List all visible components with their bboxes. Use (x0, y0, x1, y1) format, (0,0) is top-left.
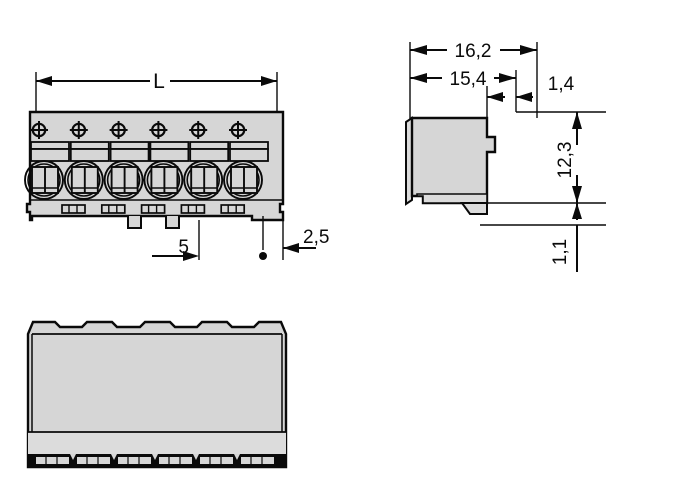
arrow-head-left (283, 243, 299, 253)
pole-ring-inner (186, 163, 220, 197)
pole-cell (63, 121, 126, 214)
pole-ring-outer (24, 160, 64, 200)
contact-pad (77, 457, 110, 464)
pole-ring-outer (63, 160, 104, 200)
arrow-head-left (487, 92, 503, 102)
side-view-base-band (416, 193, 488, 204)
contact-pad (159, 457, 192, 464)
screw-icon (149, 121, 168, 139)
pole-ring-inner (106, 163, 141, 197)
pole-ring-outer (143, 160, 184, 200)
pole-foot (220, 204, 246, 214)
pole-cell (24, 121, 86, 214)
contact-pad (200, 457, 233, 464)
pole-slot-lower (229, 148, 269, 162)
pole-slot-lower (149, 148, 190, 162)
bottom-view (26, 320, 288, 469)
contact-pad (118, 457, 151, 464)
dimension-tab-depth-label: 1,4 (548, 74, 575, 95)
pole-ring-inner (226, 163, 260, 197)
bottom-view-lower-band (28, 432, 286, 454)
dimension-foot-height-label: 1,1 (550, 239, 571, 265)
pole-slot-lower (109, 148, 150, 162)
pole-slot-upper (30, 141, 70, 150)
pole-ring-inner (146, 163, 181, 197)
pole-cell (183, 121, 246, 214)
pole-foot (140, 204, 166, 214)
arrow-head-left (36, 76, 52, 86)
pole-ring-outer (223, 160, 263, 200)
front-view: L (24, 70, 329, 261)
front-view-body (24, 110, 285, 229)
dimension-edge-offset: 2,5 (282, 220, 329, 260)
pole-slot-upper (109, 141, 150, 150)
pole-slot-upper (69, 141, 110, 150)
dimension-body-depth-label: 15,4 (450, 69, 487, 90)
mounting-nub (127, 216, 142, 229)
screw-icon (109, 121, 128, 139)
dimension-foot-height: 1,1 (550, 203, 582, 272)
pole-foot (180, 204, 206, 214)
pole-foot (100, 204, 126, 214)
screw-icon (229, 121, 247, 139)
screw-icon (30, 121, 48, 139)
pole-ring-outer (103, 160, 144, 200)
screw-icon (69, 121, 88, 139)
pole-cell (223, 121, 269, 200)
pole-slot-upper (149, 141, 190, 150)
arrow-head-right (261, 76, 277, 86)
pole-ring-inner (27, 163, 61, 197)
arrow-head-left (410, 73, 427, 83)
centre-dot-icon (259, 252, 267, 260)
arrow-head-right (516, 92, 532, 102)
pole-slot-upper (229, 141, 269, 150)
bottom-view-contact-pads (36, 454, 274, 464)
side-view-foot (460, 202, 488, 215)
arrow-head-up (572, 203, 582, 219)
side-view-body (405, 116, 497, 215)
pole-slot-lower (189, 148, 230, 162)
dimension-length: L (36, 70, 277, 93)
arrow-head-down (572, 186, 582, 203)
dimension-body-height-label: 12,3 (555, 142, 576, 179)
side-view: 16,2 15,4 1,4 12,3 (405, 41, 606, 272)
centre-mark (259, 216, 267, 260)
dimension-overall-depth-label: 16,2 (455, 41, 492, 62)
dimension-pitch-label: 5 (178, 237, 189, 258)
pole-ring-outer (183, 160, 224, 200)
dimension-body-height: 12,3 (555, 112, 582, 203)
dimension-tab-depth: 1,4 (487, 74, 575, 102)
pole-ring-inner (66, 163, 101, 197)
pole-cell (143, 121, 206, 214)
pole-cell (103, 121, 166, 214)
side-view-left-flange (405, 116, 413, 206)
dimension-edge-offset-label: 2,5 (303, 227, 329, 248)
front-view-poles (24, 121, 269, 214)
bottom-view-housing-outline (26, 320, 288, 469)
dimension-body-depth: 15,4 (410, 69, 516, 90)
arrow-head-right (499, 73, 516, 83)
side-view-housing-outline (410, 116, 497, 205)
front-view-mounting-nubs (127, 216, 180, 229)
mounting-nub (165, 216, 180, 229)
arrow-head-right (520, 45, 537, 55)
arrow-head-left (410, 45, 427, 55)
pole-slot-upper (189, 141, 230, 150)
pole-foot (61, 204, 86, 214)
screw-icon (189, 121, 208, 139)
pole-slot-lower (30, 148, 70, 162)
dimension-length-label: L (153, 70, 165, 93)
dimension-overall-depth: 16,2 (410, 41, 537, 62)
arrow-head-up (572, 112, 582, 129)
pole-slot-lower (69, 148, 110, 162)
dimension-pitch: 5 (152, 220, 200, 261)
contact-pad (36, 457, 69, 464)
contact-pad (241, 457, 274, 464)
arrow-head-right (183, 251, 199, 261)
